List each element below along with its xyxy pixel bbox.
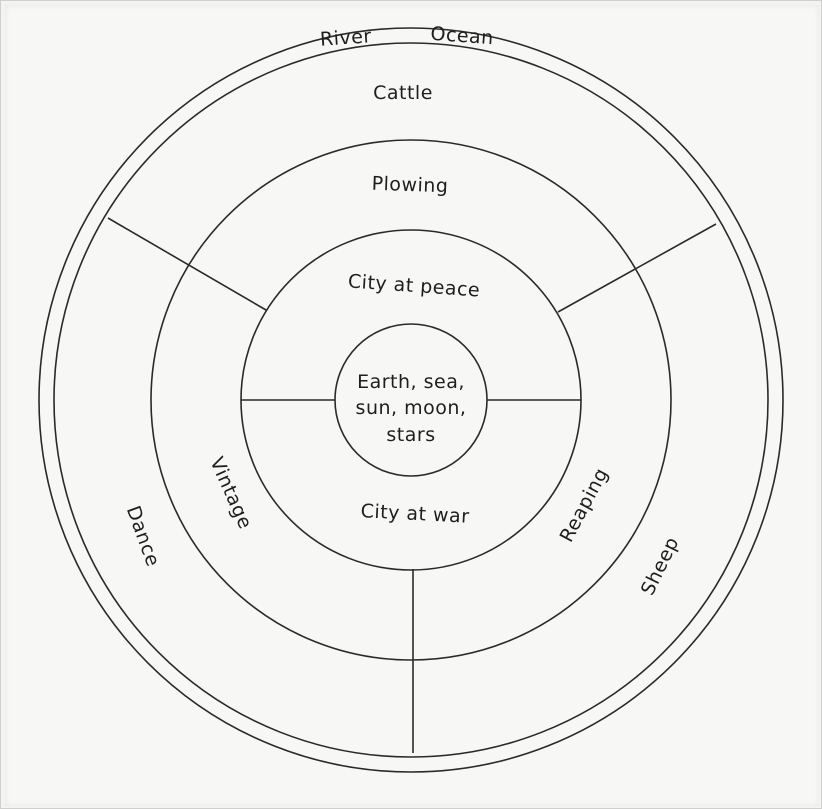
label-center-line1: Earth, sea, bbox=[357, 371, 465, 393]
label-plowing: Plowing bbox=[371, 173, 449, 198]
label-river: River bbox=[319, 25, 372, 51]
label-ocean: Ocean bbox=[430, 23, 495, 49]
outer-ring-ocean bbox=[38, 27, 784, 773]
divider-upper-right bbox=[557, 223, 717, 313]
label-center-line2: sun, moon, bbox=[356, 397, 467, 419]
label-center-line3: stars bbox=[386, 424, 435, 446]
label-vintage: Vintage bbox=[205, 454, 256, 533]
label-city-at-war: City at war bbox=[360, 500, 470, 528]
label-reaping: Reaping bbox=[556, 464, 613, 546]
label-sheep: Sheep bbox=[637, 533, 684, 598]
label-city-at-peace: City at peace bbox=[347, 270, 481, 301]
label-dance: Dance bbox=[122, 503, 164, 570]
ring-plowing bbox=[150, 139, 672, 661]
ring-cattle-outer bbox=[53, 42, 769, 758]
label-cattle: Cattle bbox=[373, 82, 433, 104]
divider-upper-left bbox=[107, 217, 267, 311]
paper-background bbox=[5, 5, 819, 806]
